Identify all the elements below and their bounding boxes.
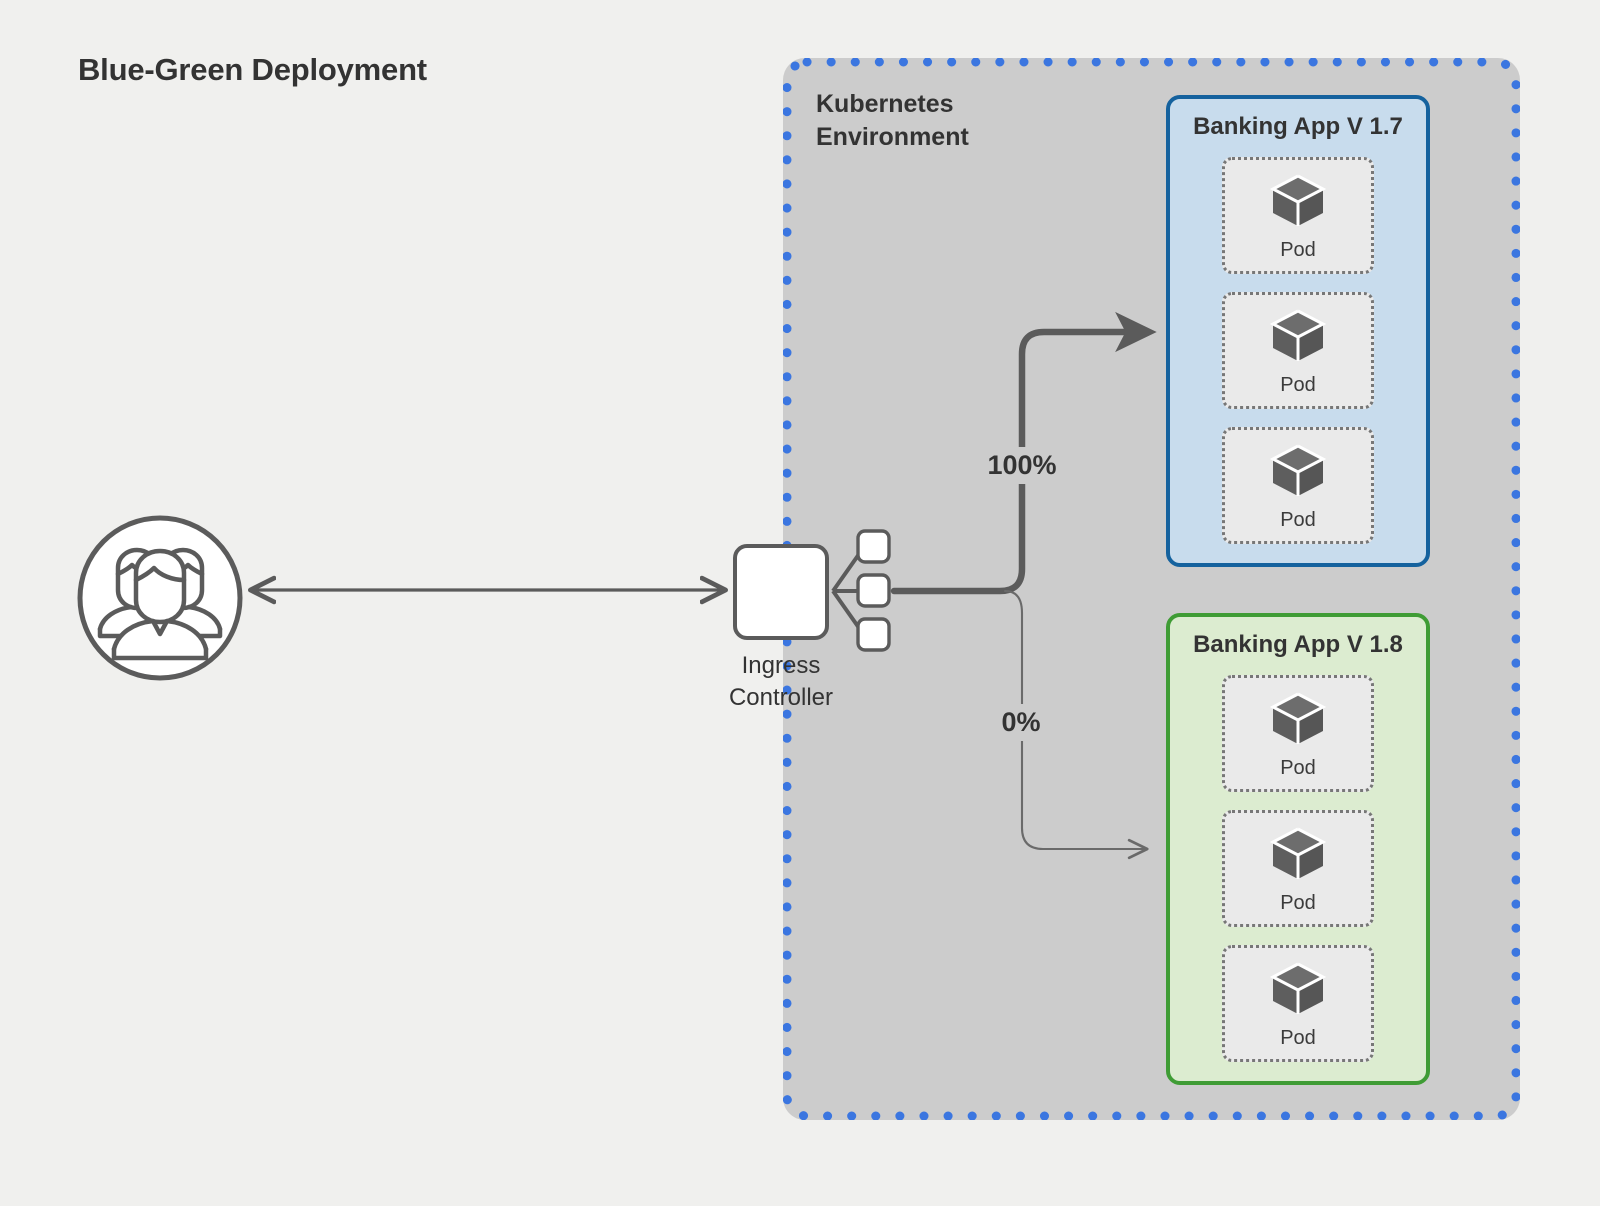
page-title: Blue-Green Deployment [78, 52, 427, 87]
pod-label: Pod [1280, 509, 1316, 531]
pod-label: Pod [1280, 892, 1316, 914]
pod-label: Pod [1280, 239, 1316, 261]
app-title-v18: Banking App V 1.8 [1193, 631, 1403, 658]
cube-icon [1269, 309, 1327, 361]
ingress-controller-label: Ingress Controller [728, 652, 834, 712]
pod-label: Pod [1280, 1027, 1316, 1049]
app-box-v18[interactable]: Banking App V 1.8 Pod Pod [1166, 613, 1430, 1085]
pod-box[interactable]: Pod [1222, 945, 1374, 1062]
cube-icon [1269, 174, 1327, 226]
pod-box[interactable]: Pod [1222, 157, 1374, 274]
cube-icon [1269, 962, 1327, 1014]
kubernetes-environment-label: Kubernetes Environment [816, 90, 969, 152]
app-box-v17[interactable]: Banking App V 1.7 Pod Pod [1166, 95, 1430, 567]
pod-box[interactable]: Pod [1222, 675, 1374, 792]
pod-box[interactable]: Pod [1222, 292, 1374, 409]
app-title-v17: Banking App V 1.7 [1193, 113, 1403, 140]
cube-icon [1269, 444, 1327, 496]
users-group-icon [77, 515, 243, 681]
traffic-label-100: 100% [961, 447, 1083, 484]
pod-box[interactable]: Pod [1222, 810, 1374, 927]
cube-icon [1269, 827, 1327, 879]
traffic-label-0: 0% [973, 704, 1069, 741]
pod-label: Pod [1280, 374, 1316, 396]
pod-box[interactable]: Pod [1222, 427, 1374, 544]
cube-icon [1269, 692, 1327, 744]
ingress-controller-box[interactable] [733, 544, 829, 640]
pod-label: Pod [1280, 757, 1316, 779]
